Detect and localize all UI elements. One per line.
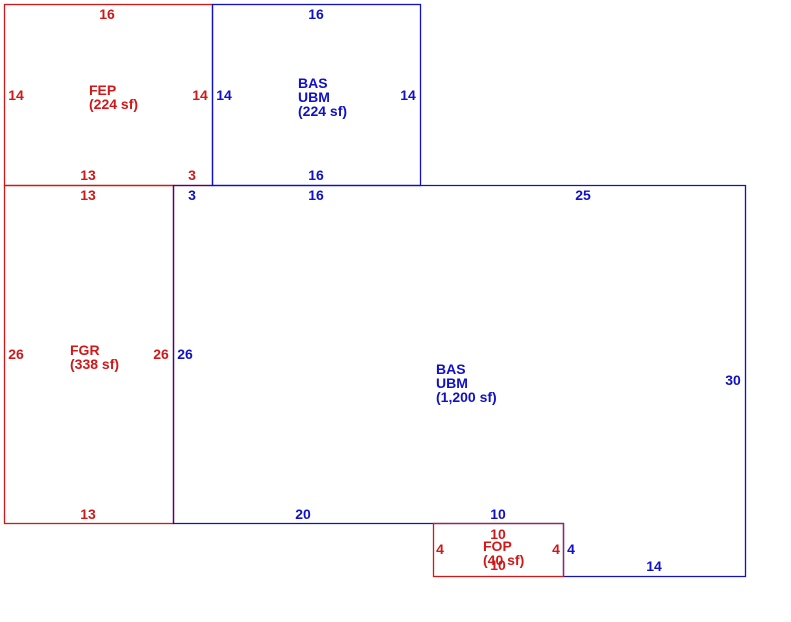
dimension-label: 4 [436, 541, 444, 557]
dimension-label: 14 [8, 87, 24, 103]
area-bas-main: BAS UBM (1,200 sf) 3 16 25 26 30 20 10 4… [172, 184, 747, 578]
area-fgr: FGR (338 sf) 13 26 26 13 [3, 184, 175, 525]
dimension-label: 26 [177, 346, 193, 362]
dimension-label: 10 [490, 526, 506, 542]
dimension-label: 16 [308, 167, 324, 183]
dimension-label: 20 [295, 506, 311, 522]
dimension-label: 14 [400, 87, 416, 103]
area-bas-main-label-line: UBM [436, 375, 468, 391]
dimension-label: 14 [216, 87, 232, 103]
area-fop-label-line: FOP [483, 538, 512, 554]
area-bas-main-label-line: (1,200 sf) [436, 389, 497, 405]
area-fep-label: FEP (224 sf) [89, 82, 138, 112]
dimension-label: 16 [308, 6, 324, 22]
dimension-label: 25 [575, 187, 591, 203]
dimension-label: 26 [153, 346, 169, 362]
dimension-label: 13 [80, 167, 96, 183]
area-fep-label-line: FEP [89, 82, 116, 98]
area-bas-main-label: BAS UBM (1,200 sf) [436, 361, 497, 405]
area-bas-upper-label-line: UBM [298, 89, 330, 105]
dimension-label: 13 [80, 506, 96, 522]
area-fop-outline [432, 522, 565, 578]
area-fgr-label: FGR (338 sf) [70, 342, 119, 372]
area-bas-main-label-line: BAS [436, 361, 466, 377]
dimension-label: 10 [490, 557, 506, 573]
dimension-label: 30 [725, 372, 741, 388]
area-bas-upper-label: BAS UBM (224 sf) [298, 75, 347, 119]
dimension-label: 14 [192, 87, 208, 103]
area-fep-label-line: (224 sf) [89, 96, 138, 112]
dimension-label: 16 [99, 6, 115, 22]
area-bas-upper-label-line: BAS [298, 75, 328, 91]
area-fgr-label-line: FGR [70, 342, 100, 358]
area-bas-upper-label-line: (224 sf) [298, 103, 347, 119]
dimension-label: 16 [308, 187, 324, 203]
dimension-label: 26 [8, 346, 24, 362]
area-fop-label: FOP (40 sf) [483, 538, 524, 568]
dimension-label: 4 [567, 541, 575, 557]
area-fop-label-line: (40 sf) [483, 552, 524, 568]
dimension-label: 13 [80, 187, 96, 203]
dimension-label: 14 [646, 558, 662, 574]
area-fgr-label-line: (338 sf) [70, 356, 119, 372]
area-bas-upper: BAS UBM (224 sf) 16 14 14 16 [211, 3, 422, 187]
dimension-label: 3 [188, 187, 196, 203]
dimension-label: 3 [188, 167, 196, 183]
dimension-label: 10 [490, 506, 506, 522]
dimension-label: 4 [552, 541, 560, 557]
area-fop: FOP (40 sf) 10 4 4 10 [432, 522, 565, 578]
area-fep: FEP (224 sf) 16 14 14 13 3 [3, 3, 214, 187]
